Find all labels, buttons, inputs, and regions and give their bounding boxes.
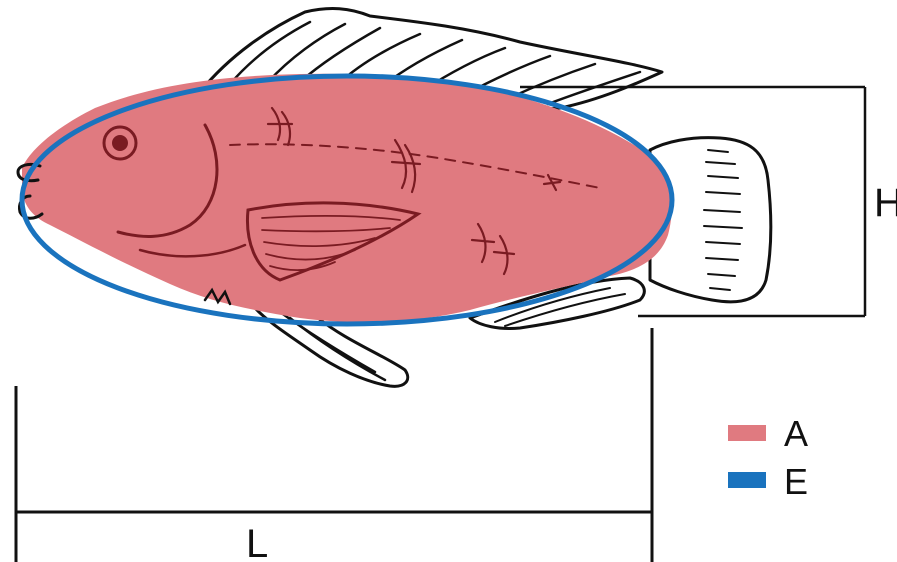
pupil [112,135,128,151]
legend-label-a: A [784,413,808,454]
length-label: L [246,522,268,562]
height-label: H [874,181,897,225]
legend-swatch-e [728,472,766,488]
legend-label-e: E [784,461,808,502]
legend: A E [728,413,808,502]
legend-swatch-a [728,425,766,441]
